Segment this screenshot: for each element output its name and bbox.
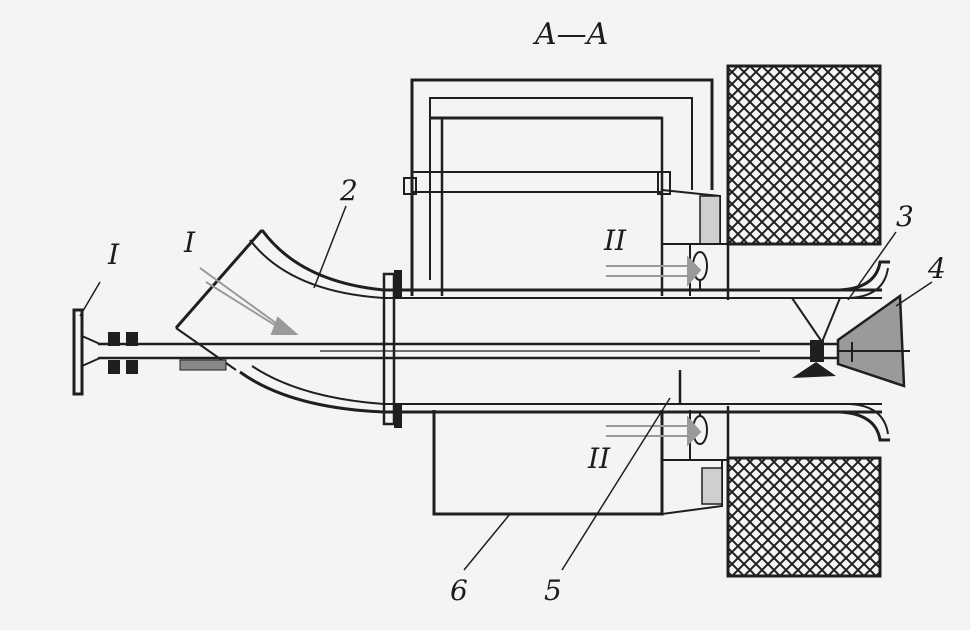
- brick-wall: [726, 64, 882, 578]
- leader-lines: [79, 205, 933, 571]
- main-pipe: [382, 260, 890, 442]
- label-flow-I-left: I: [107, 238, 120, 271]
- flow-arrows: [199, 255, 702, 447]
- gas-nozzles: [678, 251, 708, 445]
- lower-box-casing: [432, 410, 728, 516]
- label-part-4: 4: [927, 252, 946, 285]
- label-flow-II-top: II: [603, 224, 627, 257]
- label-part-2: 2: [339, 174, 358, 207]
- label-part-3: 3: [896, 200, 914, 233]
- swirler: [791, 293, 910, 388]
- upper-box-casing: [403, 78, 728, 296]
- label-part-6: 6: [450, 574, 468, 607]
- central-rod: [72, 308, 840, 396]
- label-part-5: 5: [544, 574, 562, 607]
- section-title: A—A: [532, 17, 608, 52]
- label-flow-I-top: I: [183, 226, 196, 259]
- label-flow-II-bottom: II: [587, 442, 611, 475]
